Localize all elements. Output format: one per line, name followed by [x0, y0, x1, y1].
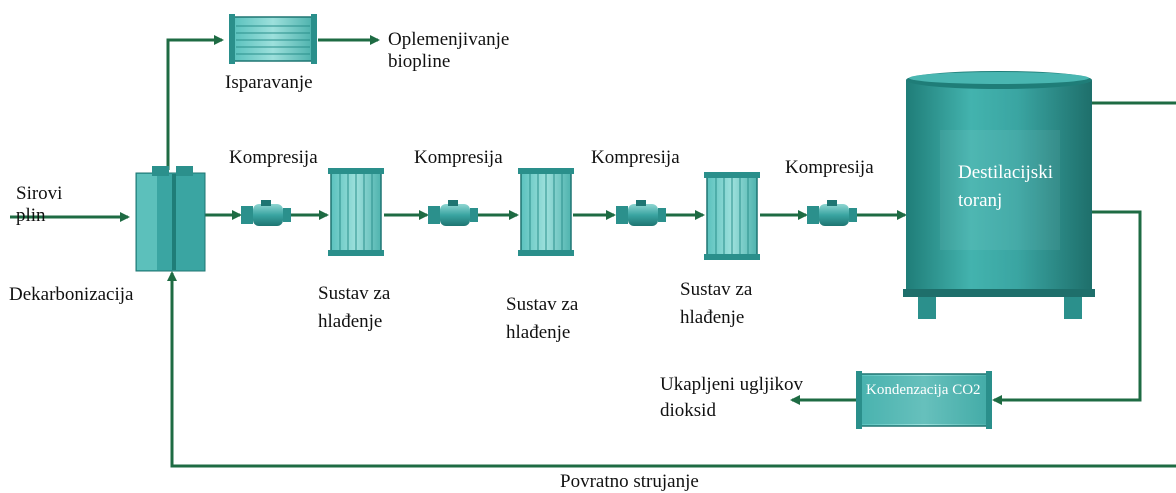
arrow-tower-to-condenser: [992, 210, 1142, 405]
raw-gas-label: Sirovi plin: [16, 183, 63, 226]
decarbonization-label: Dekarbonizacija: [9, 284, 134, 305]
cooling-exchanger-3: [704, 172, 760, 260]
flow-arrows: [10, 35, 1176, 468]
cooling-system-label-1: Sustav za hlađenje: [318, 283, 391, 332]
evaporation-exchanger: [229, 14, 317, 64]
compressor-1: [241, 200, 291, 226]
compressor-3: [616, 200, 666, 226]
distillation-tower: [903, 71, 1095, 319]
biogas-upgrading-label: Oplemenjivanje biopline: [388, 29, 510, 72]
cooling-exchanger-1: [328, 168, 384, 256]
arrow-return-flow: [167, 271, 1176, 468]
cooling-exchanger-2: [518, 168, 574, 256]
compression-label-1: Kompresija: [229, 147, 318, 168]
return-flow-label: Povratno strujanje: [560, 471, 699, 492]
decarbonization-unit: [135, 166, 206, 272]
compressor-2: [428, 200, 478, 226]
evaporation-label: Isparavanje: [225, 72, 313, 93]
condensation-label: Kondenzacija CO2: [866, 382, 981, 398]
distillation-tower-label: Destilacijski toranj: [958, 162, 1053, 211]
cooling-system-label-2: Sustav za hlađenje: [506, 294, 579, 343]
compression-label-2: Kompresija: [414, 147, 503, 168]
compression-label-4: Kompresija: [785, 157, 874, 178]
arrow-to-evaporation: [166, 35, 224, 170]
condenser: [856, 371, 992, 429]
compressor-4: [807, 200, 857, 226]
cooling-system-label-3: Sustav za hlađenje: [680, 279, 753, 328]
liquefied-co2-label: Ukapljeni ugljikov dioksid: [660, 374, 804, 421]
compression-label-3: Kompresija: [591, 147, 680, 168]
